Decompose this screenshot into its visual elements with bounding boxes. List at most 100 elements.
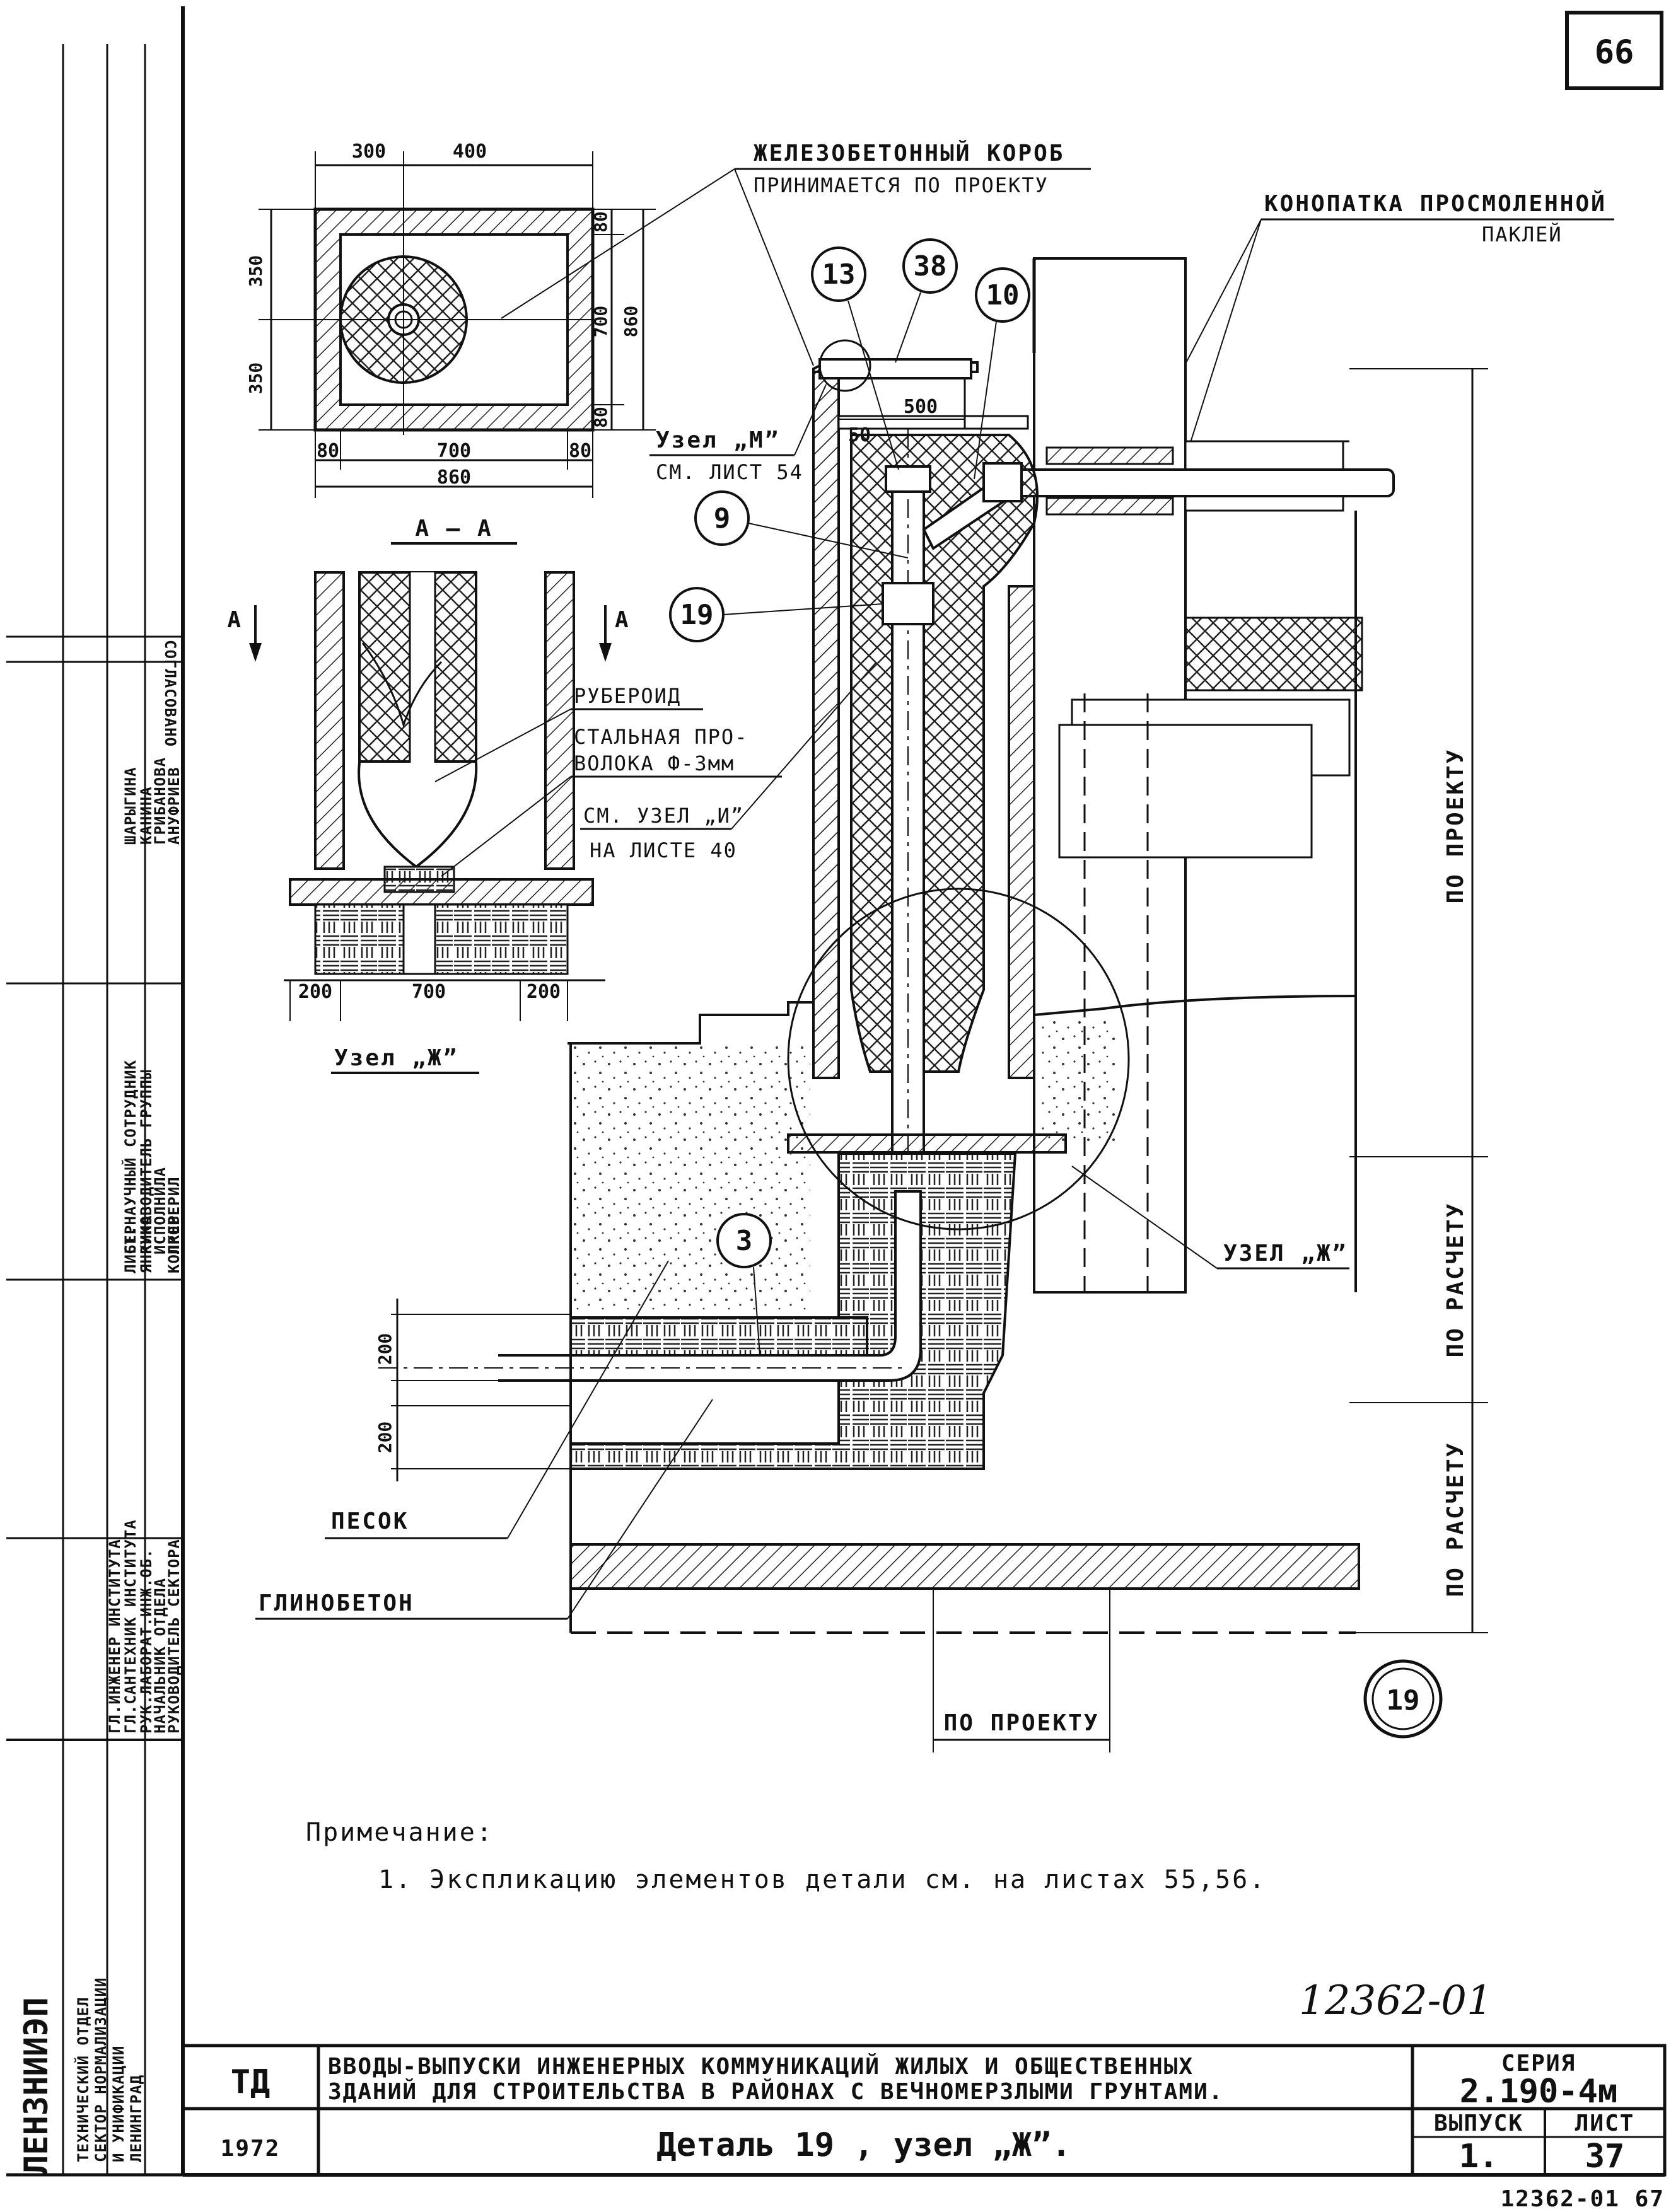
side-dept-4: ЛЕНИНГРАД [127,2075,145,2162]
title-block [181,2044,1667,2177]
callout-3: 3 [716,1213,772,1356]
right-dim-per-calc-1: ПО РАСЧЕТУ [1443,1202,1469,1358]
label-clay-concrete: ГЛИНОБЕТОН [259,1590,414,1616]
tb-sheet-value: 37 [1585,2138,1625,2175]
plan-dim-860-v: 860 [620,306,641,338]
plan-dim-300: 300 [352,141,386,163]
tb-issue-value: 1. [1459,2138,1499,2175]
side-dept-3: И УНИФИКАЦИИ [110,2046,127,2162]
side-name-mid-3: АНУФРИЕВ [165,767,183,845]
right-dim-per-project: ПО ПРОЕКТУ [1443,748,1469,904]
section-mark-right: А [615,607,631,633]
plan-dim-350a: 350 [245,255,266,287]
side-role-0: ГЛ.ИНЖЕНЕР ИНСТИТУТА [106,1539,124,1734]
tb-td: ТД [231,2063,271,2101]
sheet-frame [6,6,1665,2177]
label-node-m-2: СМ. ЛИСТ 54 [656,460,803,484]
side-role-1: ГЛ.САНТЕХНИК ИНСТИТУТА [122,1519,139,1734]
label-wire-line2: ВОЛОКА Ф-3мм [574,751,735,775]
plan-dim-80-right: 80 [569,440,591,462]
side-role-mid-0: СТ.НАУЧНЫЙ СОТРУДНИК [121,1060,139,1254]
side-block: ЛЕНЗНИИЭП ТЕХНИЧЕСКИЙ ОТДЕЛ СЕКТОР НОРМА… [6,44,183,2175]
side-role-mid-1: РУКОВОДИТЕЛЬ ГРУППЫ [137,1069,155,1254]
section-dim-200a: 200 [298,981,332,1003]
plan-dim-860-h: 860 [437,466,471,489]
side-dept-2: СЕКТОР НОРМАЛИЗАЦИИ [92,1977,110,2162]
side-role-3: НАЧАЛЬНИК ОТДЕЛА [151,1578,169,1734]
section-dim-700: 700 [412,981,446,1003]
side-name-left-2: КОЛКЕР [165,1215,183,1273]
tb-issue-label: ВЫПУСК [1434,2111,1523,2136]
outlet-pipe [498,1190,922,1382]
label-see-node-u-1: СМ. УЗЕЛ „И” [583,804,744,828]
svg-text:13: 13 [822,258,856,291]
label-node-zh-ref: УЗЕЛ „Ж” [1223,1241,1348,1266]
main-elevation: ЖЕЛЕЗОБЕТОННЫЙ КОРОБ ПРИНИМАЕТСЯ ПО ПРОЕ… [255,140,1614,1752]
svg-text:3: 3 [736,1225,753,1257]
node-zh-title: Узел „Ж” [334,1045,458,1071]
note-item: 1. Экспликацию элементов детали см. на л… [378,1865,1266,1894]
label-node-m-1: Узел „М” [656,427,780,453]
node-zh-circle [787,888,1130,1230]
caulking-lower [1045,497,1174,516]
sheet-number-box: 66 [1565,11,1663,90]
label-rc-box-1: ЖЕЛЕЗОБЕТОННЫЙ КОРОБ [754,140,1064,166]
side-name-mid-2: ГРИБАНОВА [151,757,169,845]
section-title: А — А [415,516,492,541]
side-role-2: РУК.ЛАБОРАТ.ИНЖ.ОБ. [137,1548,155,1734]
side-org: ЛЕНЗНИИЭП [18,1997,55,2175]
side-role-4: РУКОВОДИТЕЛЬ СЕКТОРА [165,1539,183,1734]
label-caulk-1: КОНОПАТКА ПРОСМОЛЕННОЙ [1264,190,1607,217]
label-wire-line1: СТАЛЬНАЯ ПРО- [574,725,748,749]
tb-sheet-label: ЛИСТ [1575,2111,1635,2136]
side-role-mid-2: ИСПОЛНИЛА [151,1167,169,1254]
dim-500: 500 [904,396,938,418]
plan-dim-80-top: 80 [590,211,611,233]
note-heading: Примечание: [306,1818,494,1847]
side-name-left-1: ЯНКИНА [137,1215,155,1273]
caulking-upper [1045,446,1174,465]
callout-9: 9 [694,490,909,559]
section-mark-left: А [227,607,243,633]
callout-10: 10 [974,267,1030,480]
callout-38: 38 [895,238,958,363]
right-dim-per-calc-2: ПО РАСЧЕТУ [1443,1442,1469,1597]
svg-text:19: 19 [1387,1684,1420,1717]
branch-pipe [1008,468,1395,497]
svg-text:19: 19 [680,599,714,631]
sheet-number: 66 [1595,33,1634,71]
plan-dim-80-bot: 80 [590,407,611,428]
tb-year: 1972 [221,2136,281,2162]
label-caulk-2: ПАКЛЕЙ [1482,223,1563,246]
svg-text:38: 38 [914,250,947,282]
side-agreed: СОГЛАСОВАНО [161,640,179,747]
label-sand: ПЕСОК [331,1508,409,1534]
dim-50: 50 [848,424,871,446]
label-see-node-u-2: НА ЛИСТЕ 40 [590,838,737,862]
plan-dim-700-h: 700 [437,440,471,462]
note-block: Примечание: 1. Экспликацию элементов дет… [306,1818,1266,1894]
svg-text:10: 10 [986,279,1020,311]
tb-title-line1: ВВОДЫ-ВЫПУСКИ ИНЖЕНЕРНЫХ КОММУНИКАЦИЙ ЖИ… [328,2053,1194,2080]
tb-title-line2: ЗДАНИЙ ДЛЯ СТРОИТЕЛЬСТВА В РАЙОНАХ С ВЕЧ… [328,2078,1223,2105]
dim-200-upper: 200 [375,1333,395,1365]
plan-view: 300 400 350 350 80 700 80 860 80 700 80 … [245,141,656,498]
plan-dim-700-v: 700 [590,306,611,338]
side-name-mid-1: КАНИНА [137,786,155,845]
callout-19: 19 [669,587,883,642]
handwritten-number: 12362-01 [1299,1977,1493,2024]
plan-dim-80-left: 80 [317,440,339,462]
tb-series-label: СЕРИЯ [1501,2051,1576,2076]
label-rc-box-2: ПРИНИМАЕТСЯ ПО ПРОЕКТУ [754,173,1049,197]
detail-number-badge: 19 [1363,1659,1443,1739]
plan-dim-400: 400 [453,141,487,163]
bottom-dim-per-project: ПО ПРОЕКТУ [944,1710,1100,1736]
node-m-circle [818,339,871,392]
plan-dim-350b: 350 [245,362,266,395]
side-dept-1: ТЕХНИЧЕСКИЙ ОТДЕЛ [74,1996,92,2162]
side-role-mid-3: ПРОВЕРИЛ [165,1176,183,1254]
section-dim-200b: 200 [527,981,561,1003]
label-ruberoid: РУБЕРОИД [574,684,681,708]
dim-200-lower: 200 [375,1422,395,1454]
